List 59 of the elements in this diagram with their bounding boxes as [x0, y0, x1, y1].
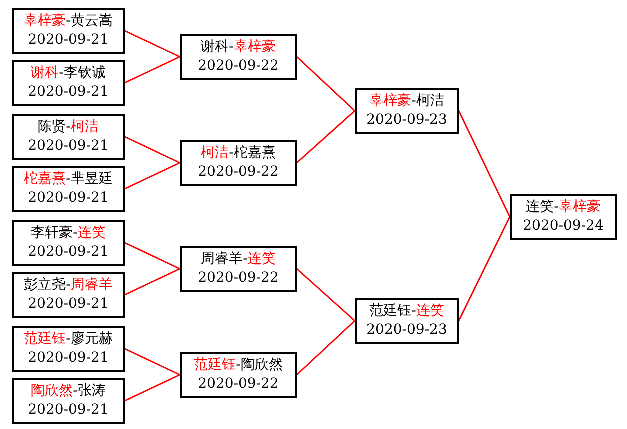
player-names: 辜梓豪-柯洁: [370, 92, 444, 111]
bracket-line: [124, 348, 180, 376]
match-date: 2020-09-21: [28, 137, 109, 156]
player-names: 范廷钰-廖元赫: [24, 330, 113, 349]
match-date: 2020-09-22: [198, 57, 279, 76]
match-date: 2020-09-21: [28, 189, 109, 208]
match-date: 2020-09-23: [366, 321, 448, 340]
bracket-line: [124, 242, 180, 270]
bracket-line: [296, 110, 356, 164]
bracket-line: [124, 30, 180, 58]
bracket-line: [124, 162, 180, 190]
bracket-line: [124, 374, 180, 402]
match-box: [355, 298, 459, 344]
match-box: [12, 272, 125, 318]
match-date: 2020-09-21: [28, 401, 109, 420]
player-names: 陈贤-柯洁: [38, 118, 99, 137]
match-date: 2020-09-24: [523, 217, 604, 236]
match-box: [12, 166, 125, 212]
player-names: 辜梓豪-黄云嵩: [24, 12, 113, 31]
bracket-line: [458, 216, 511, 322]
match-date: 2020-09-21: [28, 295, 109, 314]
match-date: 2020-09-21: [28, 83, 109, 102]
bracket-line: [296, 268, 356, 322]
match-box: [12, 378, 125, 424]
match-box: [12, 8, 125, 54]
match-box: [180, 34, 297, 80]
match-box: [355, 88, 459, 134]
player-names: 谢科-辜梓豪: [201, 38, 276, 57]
bracket-line: [124, 268, 180, 296]
match-box: [510, 194, 617, 240]
player-names: 柯洁-柁嘉熹: [201, 144, 276, 163]
match-box: [12, 114, 125, 160]
match-date: 2020-09-23: [366, 111, 448, 130]
match-date: 2020-09-22: [198, 269, 279, 288]
match-box: [180, 140, 297, 186]
player-names: 柁嘉熹-芈昱廷: [24, 170, 113, 189]
match-date: 2020-09-22: [198, 163, 279, 182]
bracket-line: [296, 56, 356, 112]
match-box: [180, 352, 297, 398]
match-date: 2020-09-21: [28, 31, 109, 50]
player-names: 连笑-辜梓豪: [526, 198, 601, 217]
player-names: 李轩豪-连笑: [31, 224, 106, 243]
player-names: 谢科-李钦诚: [31, 64, 106, 83]
bracket-line: [296, 320, 356, 376]
player-names: 周睿羊-连笑: [201, 250, 276, 269]
bracket-line: [458, 110, 511, 218]
bracket-line: [124, 56, 180, 84]
match-date: 2020-09-22: [198, 375, 279, 394]
match-box: [12, 220, 125, 266]
player-names: 彭立尧-周睿羊: [24, 276, 113, 295]
match-box: [180, 246, 297, 292]
match-date: 2020-09-21: [28, 349, 109, 368]
player-names: 范廷钰-连笑: [370, 302, 444, 321]
player-names: 陶欣然-张涛: [31, 382, 106, 401]
match-box: [12, 60, 125, 106]
match-date: 2020-09-21: [28, 243, 109, 262]
bracket-line: [124, 136, 180, 164]
match-box: [12, 326, 125, 372]
player-names: 范廷钰-陶欣然: [194, 356, 283, 375]
